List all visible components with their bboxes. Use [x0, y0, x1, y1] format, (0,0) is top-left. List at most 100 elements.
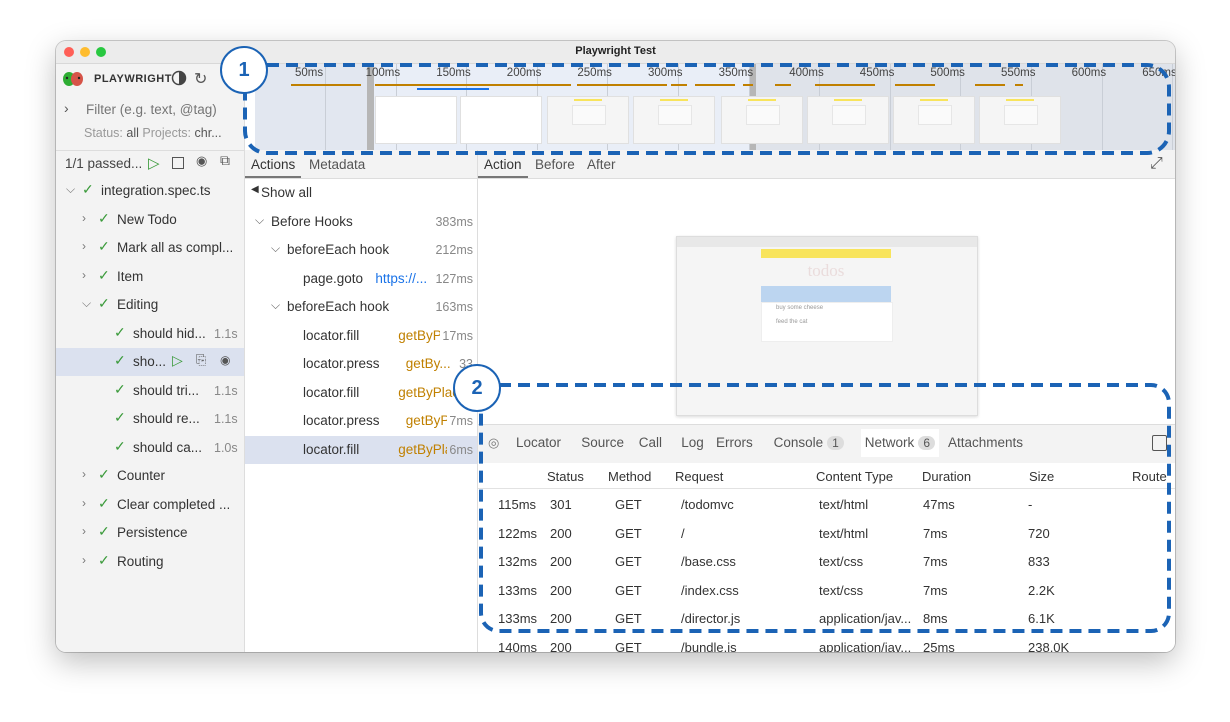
- tree-item-label: sho...: [133, 354, 167, 369]
- tree-item[interactable]: ›✓Item: [56, 263, 244, 291]
- tab-errors[interactable]: Errors: [716, 435, 753, 450]
- run-summary: 1/1 passed...: [65, 156, 143, 171]
- tree-item[interactable]: ›✓Routing: [56, 548, 244, 576]
- zoom-window-button[interactable]: [96, 47, 106, 57]
- column-header[interactable]: Duration: [922, 469, 972, 484]
- tree-item[interactable]: ✓sho...▷⎘◉: [56, 348, 244, 376]
- tree-item[interactable]: ›✓Counter: [56, 462, 244, 490]
- pick-locator-icon[interactable]: ◎: [488, 435, 500, 450]
- reload-icon[interactable]: ↻: [194, 71, 208, 88]
- watch-test-icon[interactable]: ◉: [220, 353, 231, 367]
- stop-button[interactable]: [172, 157, 184, 169]
- tab-locator[interactable]: Locator: [516, 435, 561, 450]
- active-tab-indicator: [245, 176, 301, 178]
- tree-item[interactable]: ›✓Persistence: [56, 519, 244, 547]
- tab-actions[interactable]: Actions: [251, 157, 296, 172]
- column-header[interactable]: Status: [547, 469, 584, 484]
- chevron-down-icon[interactable]: ⌵: [82, 296, 92, 310]
- tab-log[interactable]: Log: [681, 435, 704, 450]
- filter-expand-chevron-icon[interactable]: ›: [64, 100, 69, 116]
- tree-item[interactable]: ›✓New Todo: [56, 206, 244, 234]
- chevron-right-icon[interactable]: ›: [82, 210, 86, 225]
- toggle-sidebar-icon[interactable]: [1152, 435, 1167, 451]
- timeline-screenshot[interactable]: [807, 96, 889, 144]
- tree-item[interactable]: ⌵✓Editing: [56, 291, 244, 319]
- action-label: Show all: [261, 185, 313, 200]
- tab-source[interactable]: Source: [581, 435, 624, 450]
- network-type: text/html: [819, 525, 869, 541]
- projects-value[interactable]: chr...: [194, 126, 222, 140]
- network-duration: 8ms: [923, 611, 948, 626]
- tree-item[interactable]: ✓should ca...1.0s: [56, 434, 244, 462]
- timeline-screenshot[interactable]: [979, 96, 1061, 144]
- run-test-button[interactable]: ▷: [172, 352, 183, 368]
- column-header[interactable]: Content Type: [816, 469, 894, 484]
- tab-action[interactable]: Action: [484, 157, 522, 172]
- callout-1-outline: [243, 63, 1171, 155]
- tree-item[interactable]: ✓should hid...1.1s: [56, 320, 244, 348]
- column-header[interactable]: Route: [1132, 469, 1167, 484]
- chevron-right-icon[interactable]: ›: [82, 552, 86, 567]
- run-all-button[interactable]: ▷: [148, 155, 160, 172]
- action-item[interactable]: ◀Show all: [245, 179, 477, 207]
- go-to-source-icon[interactable]: ⎘: [196, 352, 207, 367]
- chevron-right-icon[interactable]: ›: [82, 267, 86, 282]
- chevron-down-icon[interactable]: ⌵: [66, 182, 76, 196]
- chevron-right-icon[interactable]: ›: [82, 524, 86, 538]
- open-external-icon[interactable]: ⤢: [1150, 155, 1163, 172]
- chevron-down-icon[interactable]: ⌵: [271, 298, 281, 312]
- tree-item[interactable]: ✓should tri...1.1s: [56, 377, 244, 405]
- caret-left-icon[interactable]: ◀: [251, 184, 259, 195]
- timeline-screenshot[interactable]: [460, 96, 542, 144]
- tree-item[interactable]: ✓should re...1.1s: [56, 405, 244, 433]
- column-header[interactable]: Size: [1029, 469, 1055, 484]
- theme-toggle-icon[interactable]: [171, 70, 187, 91]
- timeline-screenshot[interactable]: [633, 96, 715, 144]
- timeline-screenshot[interactable]: [721, 96, 803, 144]
- tree-item[interactable]: ›✓Mark all as compl...: [56, 234, 244, 262]
- chevron-right-icon[interactable]: ›: [82, 467, 86, 481]
- status-value[interactable]: all: [126, 126, 139, 140]
- timeline-screenshot[interactable]: [375, 96, 457, 144]
- chevron-down-icon[interactable]: ⌵: [255, 212, 265, 227]
- timeline-handle-left[interactable]: [367, 64, 374, 150]
- minimize-window-button[interactable]: [80, 47, 90, 57]
- tab-attachments[interactable]: Attachments: [948, 435, 1023, 450]
- tree-item-label: should hid...: [133, 325, 206, 341]
- column-header[interactable]: Request: [675, 469, 724, 484]
- close-window-button[interactable]: [64, 47, 74, 57]
- watch-all-icon[interactable]: ◉: [196, 153, 208, 168]
- collapse-all-icon[interactable]: ⧉: [220, 152, 230, 168]
- tab-call[interactable]: Call: [639, 435, 662, 450]
- chevron-right-icon[interactable]: ›: [82, 239, 86, 253]
- column-header[interactable]: Method: [608, 469, 652, 484]
- tab-after[interactable]: After: [587, 157, 616, 172]
- tab-metadata[interactable]: Metadata: [309, 157, 366, 172]
- tree-item[interactable]: ⌵✓integration.spec.ts: [56, 177, 244, 205]
- timeline-screenshot[interactable]: [893, 96, 975, 144]
- network-method: GET: [615, 525, 642, 541]
- tab-before[interactable]: Before: [535, 157, 575, 172]
- filter-input[interactable]: [80, 98, 238, 120]
- chevron-right-icon[interactable]: ›: [82, 495, 86, 510]
- timeline-screenshot[interactable]: [547, 96, 629, 144]
- chevron-down-icon[interactable]: ⌵: [271, 241, 281, 255]
- tree-item[interactable]: ›✓Clear completed ...: [56, 491, 244, 519]
